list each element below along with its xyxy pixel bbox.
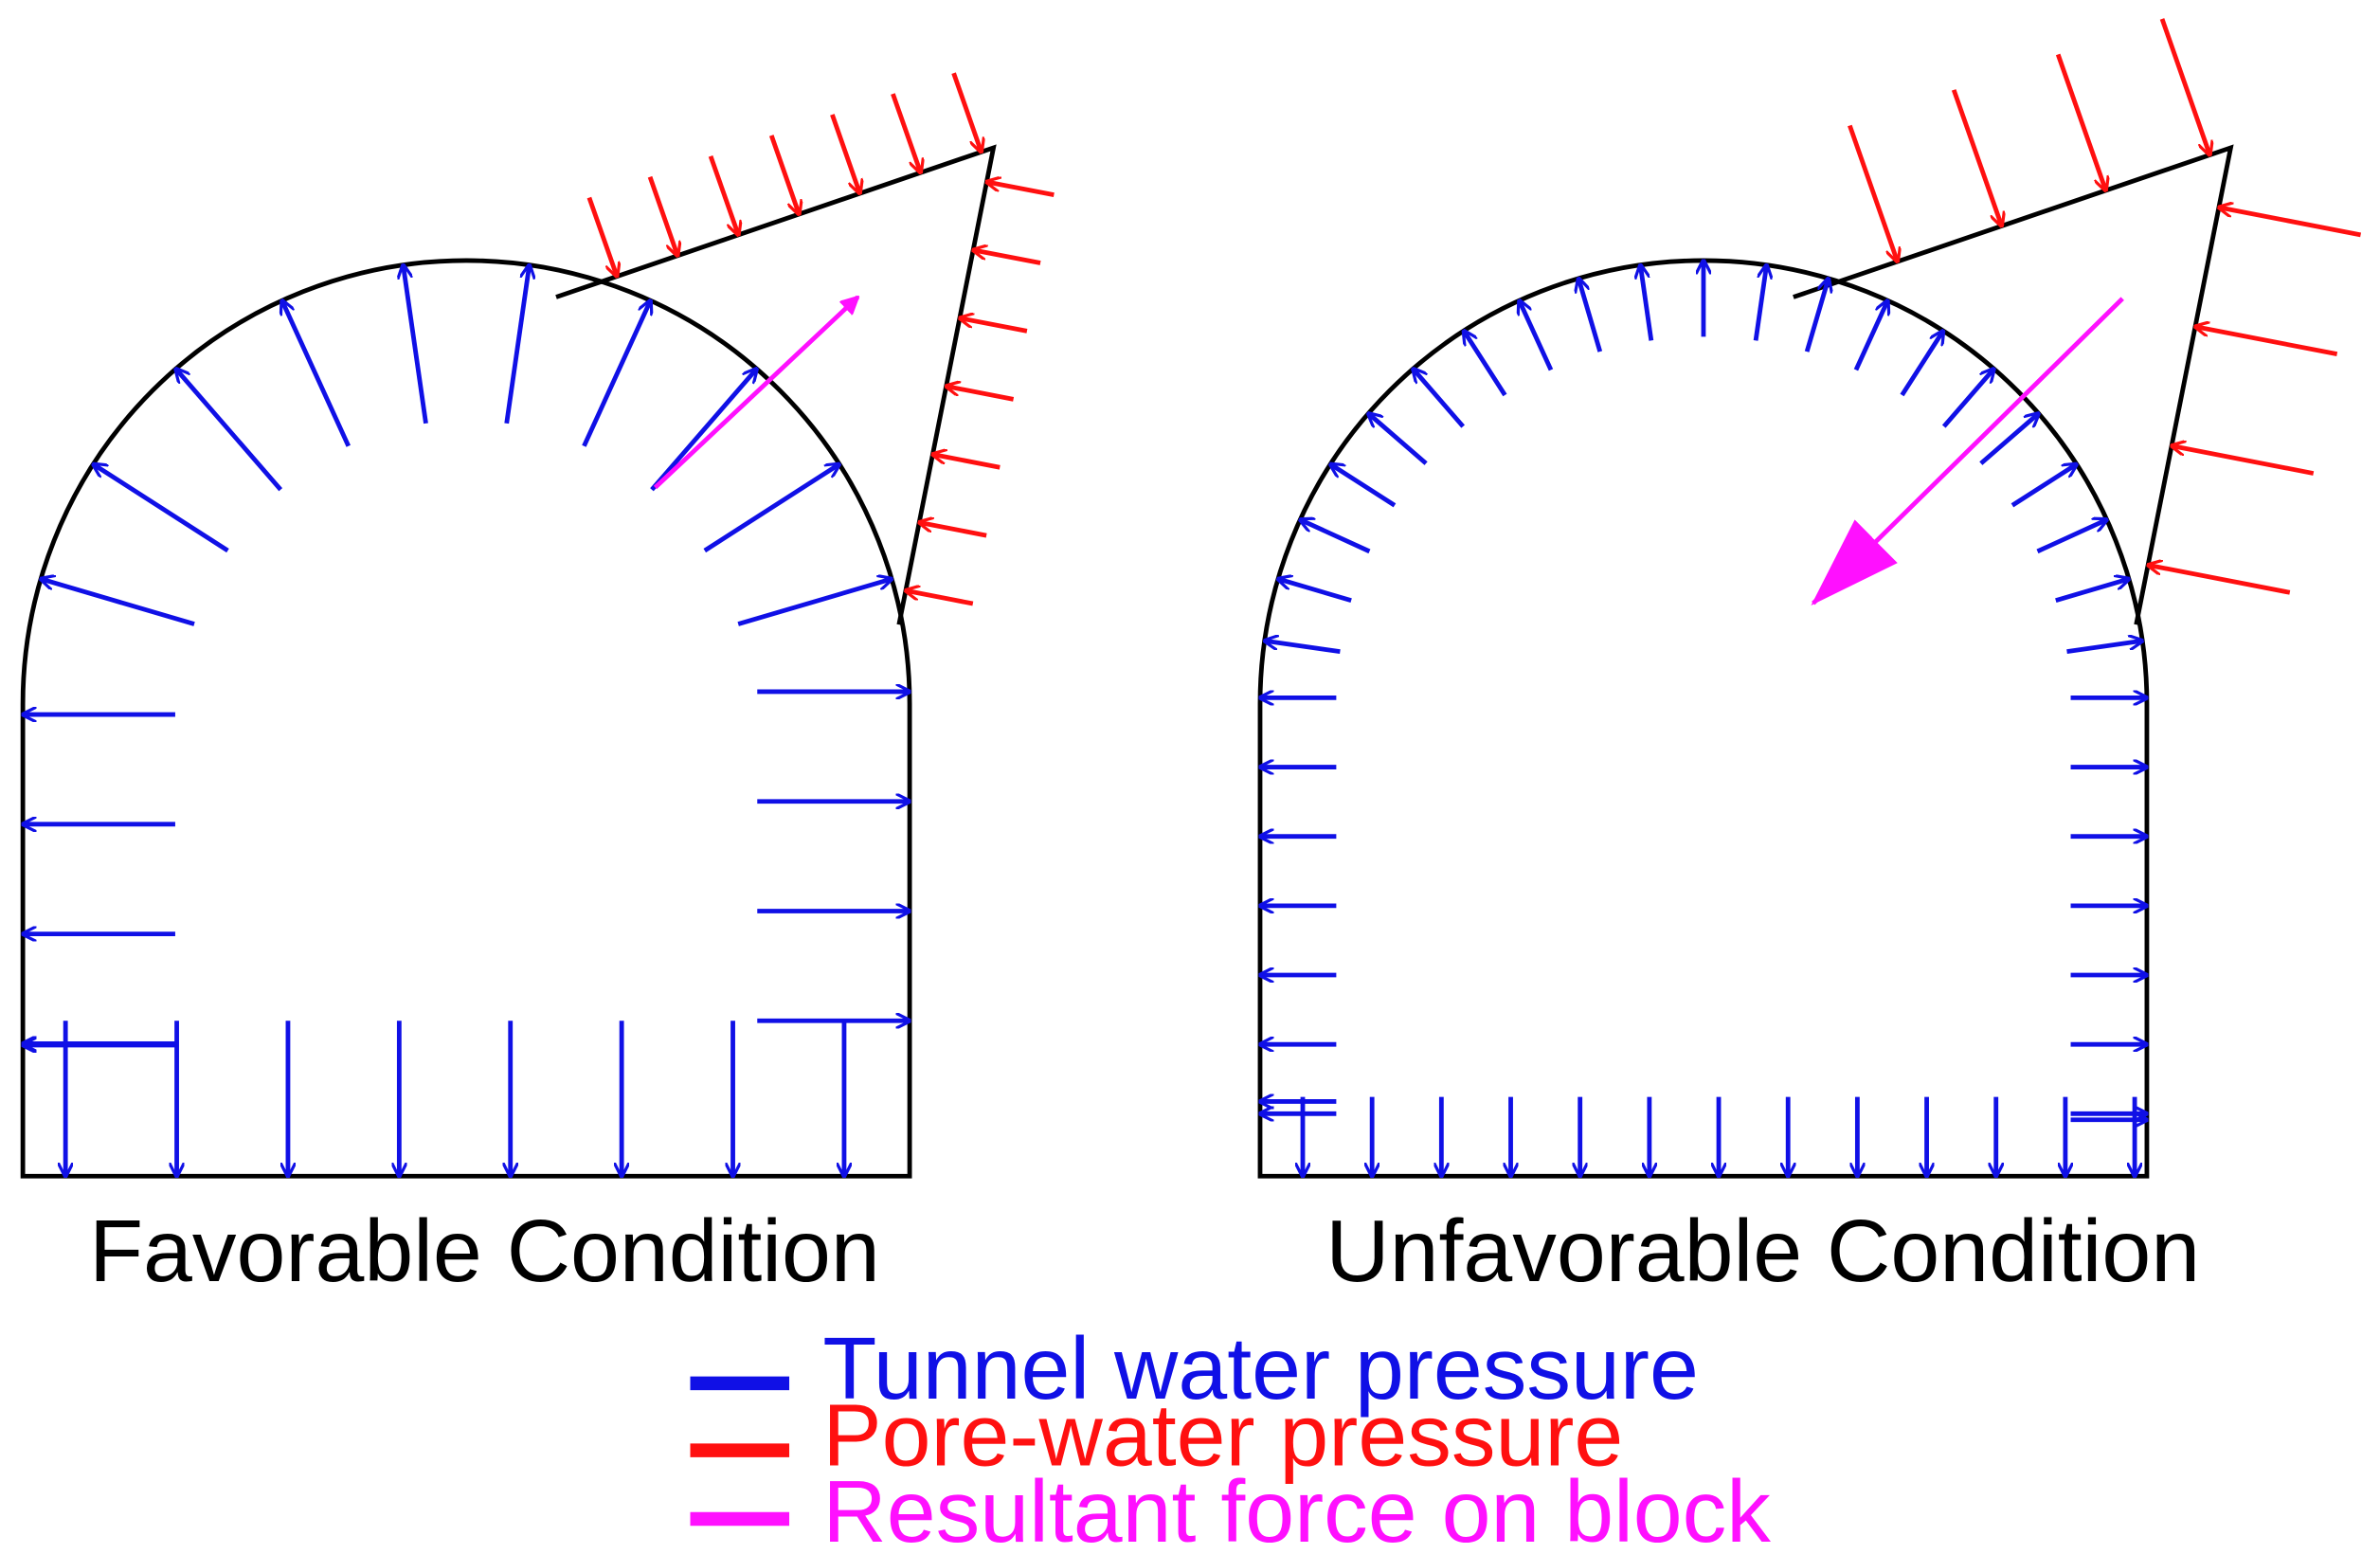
pore-pressure-arrow (947, 387, 1015, 402)
tunnel-pressure-arrow (2036, 519, 2106, 554)
pore-pressure-arrow (647, 175, 677, 256)
tunnel-pressure-arrow (1265, 641, 1341, 655)
favorable-panel: Favorable Condition (20, 72, 1055, 1300)
tunnel-outline (20, 258, 912, 1179)
tunnel-pressure-arrow (1368, 413, 1428, 465)
tunnel-pressure-arrow (93, 464, 229, 553)
pore-pressure-arrow (919, 522, 987, 538)
pore-pressure-arrow (2172, 445, 2315, 476)
pore-pressure-arrow (2055, 53, 2105, 190)
tunnel-pressure-arrow (650, 369, 757, 492)
tunnel-pressure-arrow (2066, 641, 2143, 655)
pore-pressure-arrow (891, 93, 920, 172)
tunnel-water-pressure-arrows (23, 265, 910, 1176)
tunnel-pressure-arrow (1300, 519, 1371, 554)
resultant-force-arrow (1811, 297, 2124, 605)
pore-pressure-arrow (768, 135, 799, 214)
pore-pressure-arrow (586, 196, 617, 277)
pore-pressure-arrow (2219, 208, 2362, 238)
pore-pressure-arrow (973, 250, 1041, 265)
pore-pressure-arrow (2159, 18, 2209, 155)
tunnel-pressure-arrow (1640, 265, 1654, 341)
tunnel-pressure-arrow (404, 265, 428, 425)
tunnel-pressure-arrow (1941, 369, 1994, 428)
legend: Tunnel water pressure Pore-water pressur… (690, 1319, 1771, 1554)
unfavorable-caption: Unfavorable Condition (1325, 1202, 2200, 1300)
unfavorable-panel: Unfavorable Condition (1257, 18, 2362, 1300)
tunnel-water-pressure-arrows (1260, 261, 2147, 1176)
tunnel-pressure-arrow (2010, 464, 2077, 508)
tunnel-pressure-arrow (2055, 579, 2129, 603)
tunnel-pressure-arrow (1979, 413, 2039, 465)
resultant-force-arrow (653, 298, 858, 490)
tunnel-pressure-arrow (1413, 369, 1466, 428)
tunnel-pressure-arrow (1520, 300, 1554, 371)
tunnel-pressure-arrow (504, 265, 530, 425)
tunnel-pressure-arrow (282, 300, 351, 447)
tunnel-pressure-arrow (703, 464, 839, 553)
tunnel-pressure-arrow (176, 369, 283, 492)
pore-pressure-arrow (960, 318, 1028, 334)
tunnel-pressure-arrow (1578, 279, 1603, 352)
pore-water-pressure-arrows (1848, 18, 2362, 595)
pore-water-pressure-arrows (586, 72, 1055, 606)
tunnel-pressure-arrow (737, 579, 892, 626)
tunnel-pressure-arrow (1804, 279, 1829, 352)
tunnel-outline (1257, 258, 2150, 1179)
pore-pressure-arrow (830, 114, 859, 193)
tunnel-pressure-arrow (1753, 265, 1766, 341)
pore-pressure-arrow (2195, 327, 2338, 357)
pore-pressure-arrow (1951, 89, 2001, 226)
pore-pressure-arrow (906, 590, 974, 606)
legend-label-pore: Pore-water pressure (822, 1386, 1623, 1485)
tunnel-pressure-arrow (1853, 300, 1887, 371)
pore-pressure-arrow (932, 454, 1001, 470)
favorable-caption: Favorable Condition (89, 1202, 880, 1300)
tunnel-pressure-arrow (1278, 579, 1352, 603)
pore-pressure-arrow (1848, 124, 1897, 262)
tunnel-pressure-arrow (1464, 331, 1507, 397)
pore-pressure-arrow (951, 72, 982, 152)
tunnel-pressure-arrow (1900, 331, 1943, 397)
legend-label-tunnel: Tunnel water pressure (822, 1319, 1698, 1418)
tunnel-pressure-arrow (582, 300, 650, 447)
tunnel-pressure-arrow (41, 579, 195, 626)
pore-pressure-arrow (708, 155, 738, 235)
pore-pressure-arrow (2148, 565, 2291, 595)
rock-block-outline (1793, 144, 2234, 625)
legend-label-resultant: Resultant force on block (822, 1462, 1771, 1554)
pore-pressure-arrow (986, 182, 1055, 198)
tunnel-pressure-arrow (1330, 464, 1397, 508)
rock-block-outline (555, 144, 997, 625)
